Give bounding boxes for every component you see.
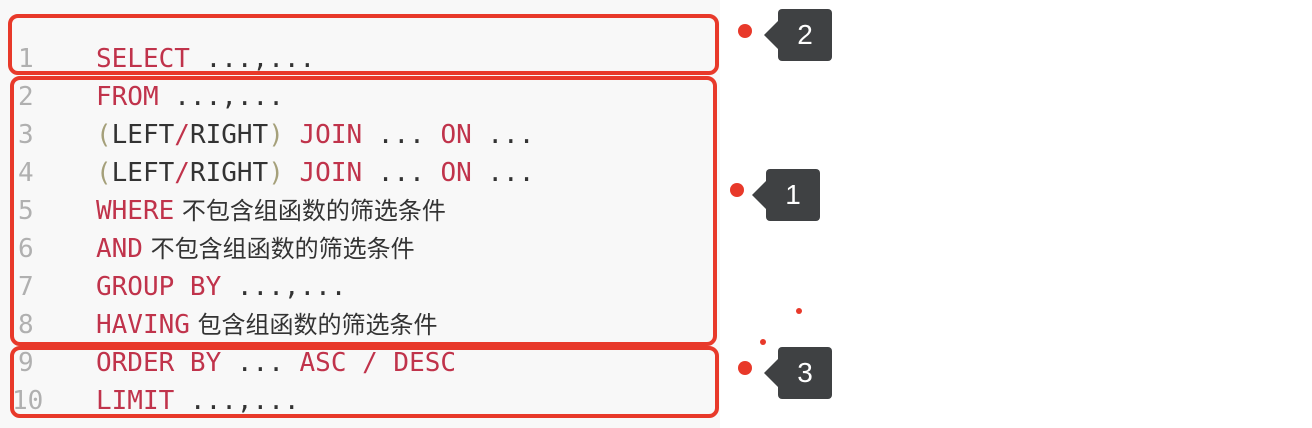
code-token: ...,... — [189, 44, 316, 74]
sql-keyword: AND — [96, 234, 143, 264]
main-clause-box — [10, 76, 717, 346]
line-number: 7 — [18, 272, 34, 302]
decorative-dot — [760, 339, 766, 345]
code-token: RIGHT — [189, 120, 269, 150]
code-text: LIMIT ...,... — [96, 382, 300, 420]
code-text: WHERE 不包含组函数的筛选条件 — [96, 192, 446, 230]
annotation-dot-2 — [738, 24, 752, 38]
code-token: ... — [471, 158, 535, 188]
line-number: 9 — [18, 348, 34, 378]
sql-keyword: ORDER BY — [96, 348, 222, 378]
code-text: HAVING 包含组函数的筛选条件 — [96, 306, 438, 344]
line-number: 4 — [18, 158, 34, 188]
code-token: LEFT — [111, 120, 175, 150]
code-text: GROUP BY ...,... — [96, 268, 346, 306]
line-number: 2 — [18, 82, 34, 112]
sql-keyword: WHERE — [96, 196, 175, 226]
code-text: (LEFT/RIGHT) JOIN ... ON ... — [96, 116, 534, 154]
code-token: RIGHT — [189, 158, 269, 188]
code-token: LEFT — [111, 158, 175, 188]
code-text: FROM ...,... — [96, 78, 284, 116]
sql-keyword: GROUP BY — [96, 272, 222, 302]
decorative-dot — [796, 308, 802, 314]
line-number: 6 — [18, 234, 34, 264]
sql-keyword: LIMIT — [96, 386, 175, 416]
sql-keyword: ON — [440, 120, 472, 150]
code-token: ... — [362, 158, 441, 188]
line-number: 1 — [18, 44, 34, 74]
sql-keyword: ASC / DESC — [299, 348, 457, 378]
sql-keyword: HAVING — [96, 310, 190, 340]
code-text: SELECT ...,... — [96, 40, 315, 78]
code-text: AND 不包含组函数的筛选条件 — [96, 230, 415, 268]
line-number: 5 — [18, 196, 34, 226]
comment-text: 不包含组函数的筛选条件 — [174, 197, 446, 225]
code-text: ORDER BY ... ASC / DESC — [96, 344, 456, 382]
comment-text: 包含组函数的筛选条件 — [189, 311, 438, 339]
badge-1: 1 — [752, 169, 820, 221]
code-token: ...,... — [174, 386, 300, 416]
sql-keyword: JOIN — [283, 120, 363, 150]
select-clause-box — [8, 14, 719, 75]
order-limit-box — [10, 346, 719, 418]
annotation-dot-1 — [730, 183, 744, 197]
comment-text: 不包含组函数的筛选条件 — [142, 235, 415, 263]
code-token: ) — [268, 158, 284, 188]
line-number: 3 — [18, 120, 34, 150]
code-token: ( — [96, 120, 112, 150]
code-token: ...,... — [221, 272, 347, 302]
sql-keyword: FROM — [96, 82, 159, 112]
line-number: 8 — [18, 310, 34, 340]
sql-keyword: JOIN — [283, 158, 363, 188]
badge-3: 3 — [764, 347, 832, 399]
code-token: ...,... — [158, 82, 284, 112]
code-token: ... — [362, 120, 441, 150]
sql-keyword: / — [174, 120, 190, 150]
code-token: ... — [221, 348, 300, 378]
sql-keyword: / — [174, 158, 190, 188]
code-token: ... — [471, 120, 535, 150]
code-text: (LEFT/RIGHT) JOIN ... ON ... — [96, 154, 534, 192]
sql-keyword: SELECT — [96, 44, 190, 74]
sql-keyword: ON — [440, 158, 472, 188]
annotation-dot-3 — [738, 361, 752, 375]
code-token: ) — [268, 120, 284, 150]
code-token: ( — [96, 158, 112, 188]
badge-2: 2 — [764, 9, 832, 61]
